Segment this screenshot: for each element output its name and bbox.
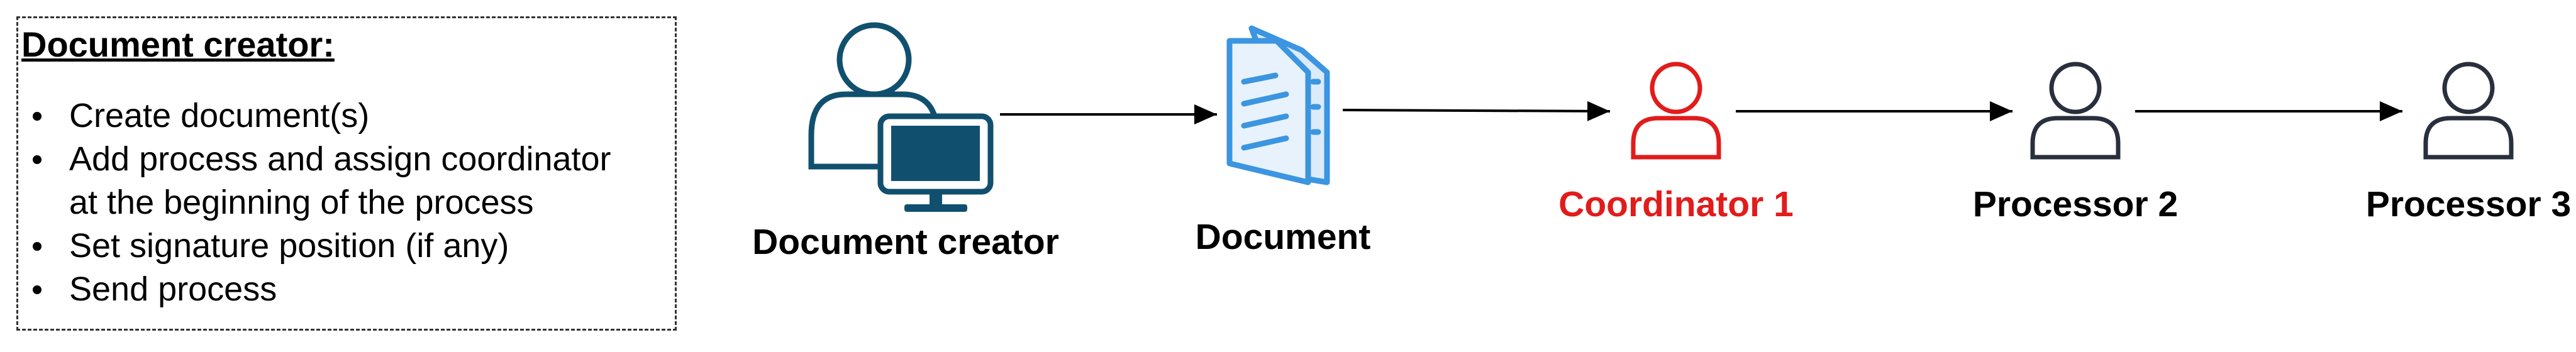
document-creator-note bbox=[16, 16, 677, 331]
document-label: Document bbox=[1195, 217, 1371, 257]
coordinator-1-label: Coordinator 1 bbox=[1558, 184, 1794, 224]
note-title: Document creator: bbox=[21, 25, 335, 64]
processor-2-person-icon bbox=[2030, 62, 2121, 160]
user-with-monitor-icon bbox=[808, 22, 994, 212]
processor-2-label: Processor 2 bbox=[1972, 184, 2179, 224]
note-list: Create document(s) Add process and assig… bbox=[33, 94, 611, 311]
note-item-create-document: Create document(s) bbox=[33, 94, 611, 138]
note-item-signature-position: Set signature position (if any) bbox=[33, 224, 611, 268]
documents-icon bbox=[1226, 25, 1330, 185]
processor-3-person-icon bbox=[2423, 62, 2514, 160]
coordinator-person-icon bbox=[1631, 62, 1721, 160]
document-creator-label: Document creator bbox=[752, 222, 1059, 262]
note-item-send-process: Send process bbox=[33, 268, 611, 311]
note-item-add-process-continued: at the beginning of the process bbox=[69, 184, 534, 221]
arrow-document-to-coordinator bbox=[1342, 101, 1611, 121]
processor-3-label: Processor 3 bbox=[2365, 184, 2572, 224]
note-item-add-process: Add process and assign coordinator bbox=[33, 138, 611, 181]
